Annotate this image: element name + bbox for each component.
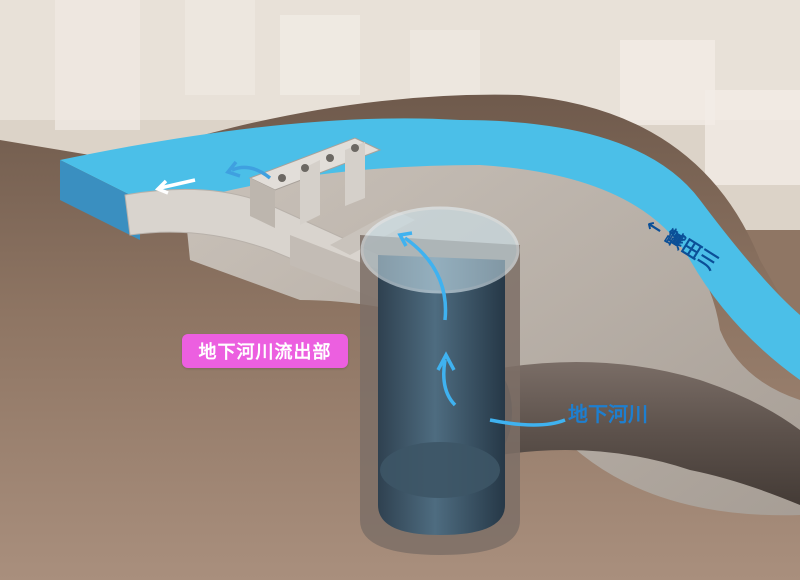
channel-front-face bbox=[60, 160, 140, 240]
flow-arrow-shaft bbox=[403, 236, 448, 321]
surface-river bbox=[60, 118, 800, 380]
underground-pipe bbox=[490, 362, 800, 505]
arrow-head-icon bbox=[154, 179, 169, 195]
flow-arrow-outlet bbox=[159, 178, 196, 190]
flow-arrow-pipe bbox=[489, 418, 566, 427]
outlet-label: 地下河川流出部 bbox=[182, 334, 348, 368]
flow-arrow-up bbox=[442, 359, 457, 407]
underground-river-label: 地下河川 bbox=[568, 402, 648, 426]
vertical-shaft bbox=[360, 206, 520, 555]
arrow-head-icon bbox=[397, 231, 413, 247]
arrow-head-icon bbox=[225, 160, 241, 178]
arrow-head-icon bbox=[436, 351, 456, 371]
outlet-wall bbox=[290, 235, 380, 300]
city-background bbox=[0, 0, 800, 230]
flow-arrow-surface bbox=[231, 165, 272, 180]
flow-arrows bbox=[154, 160, 566, 427]
